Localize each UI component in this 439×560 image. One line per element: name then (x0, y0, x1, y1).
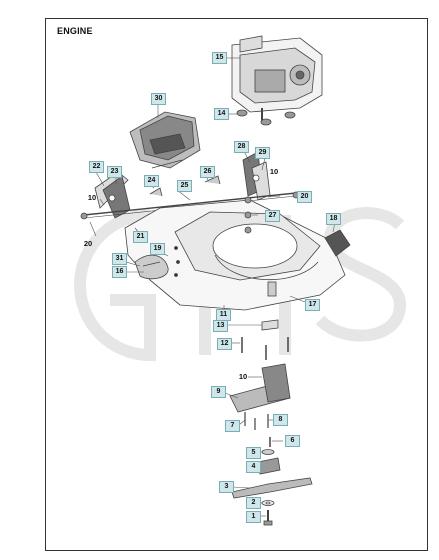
part-label-25[interactable]: 25 (177, 180, 192, 192)
part-label-20-right[interactable]: 20 (297, 191, 312, 203)
baffle (229, 363, 291, 413)
blade-bolt (263, 510, 273, 526)
blade (231, 477, 313, 499)
part-label-22[interactable]: 22 (89, 161, 104, 173)
height-adjust-rod (80, 175, 300, 220)
blade-adapter (257, 449, 281, 475)
part-label-10-upper[interactable]: 10 (269, 167, 279, 176)
deck-bolts (244, 196, 252, 234)
part-label-29[interactable]: 29 (255, 147, 270, 159)
handle-bracket-right (242, 151, 271, 201)
part-label-28[interactable]: 28 (234, 141, 249, 153)
part-label-16[interactable]: 16 (112, 266, 127, 278)
part-label-8[interactable]: 8 (273, 414, 288, 426)
washer (261, 500, 275, 506)
part-label-15[interactable]: 15 (212, 52, 227, 64)
part-label-1[interactable]: 1 (246, 511, 261, 523)
part-label-14[interactable]: 14 (214, 108, 229, 120)
part-label-17[interactable]: 17 (305, 299, 320, 311)
baffle-screws (244, 412, 269, 430)
part-label-21[interactable]: 21 (133, 231, 148, 243)
part-label-31[interactable]: 31 (112, 253, 127, 265)
part-label-30[interactable]: 30 (151, 93, 166, 105)
mower-deck (124, 199, 346, 311)
part-label-6[interactable]: 6 (285, 435, 300, 447)
part-label-9[interactable]: 9 (211, 386, 226, 398)
part-label-10-lower[interactable]: 10 (238, 372, 248, 381)
part-label-12[interactable]: 12 (217, 338, 232, 350)
part-label-27[interactable]: 27 (265, 210, 280, 222)
part-label-24[interactable]: 24 (144, 175, 159, 187)
part-label-10-left[interactable]: 10 (87, 193, 97, 202)
part-label-26[interactable]: 26 (200, 166, 215, 178)
part-label-20-left[interactable]: 20 (83, 239, 93, 248)
part-label-3[interactable]: 3 (219, 481, 234, 493)
blade-bolts-upper (241, 337, 289, 360)
part-label-19[interactable]: 19 (150, 243, 165, 255)
part-label-23[interactable]: 23 (107, 166, 122, 178)
height-lever (134, 254, 169, 280)
clip (261, 319, 279, 331)
part-label-4[interactable]: 4 (246, 461, 261, 473)
part-label-13[interactable]: 13 (213, 320, 228, 332)
engine (231, 35, 323, 122)
part-label-18[interactable]: 18 (326, 213, 341, 225)
part-label-7[interactable]: 7 (225, 420, 240, 432)
section-title: ENGINE (57, 26, 93, 36)
part-label-5[interactable]: 5 (246, 447, 261, 459)
rear-flap (324, 229, 351, 257)
engine-cover (129, 111, 201, 169)
engine-bolts (236, 109, 296, 126)
part-label-2[interactable]: 2 (246, 497, 261, 509)
